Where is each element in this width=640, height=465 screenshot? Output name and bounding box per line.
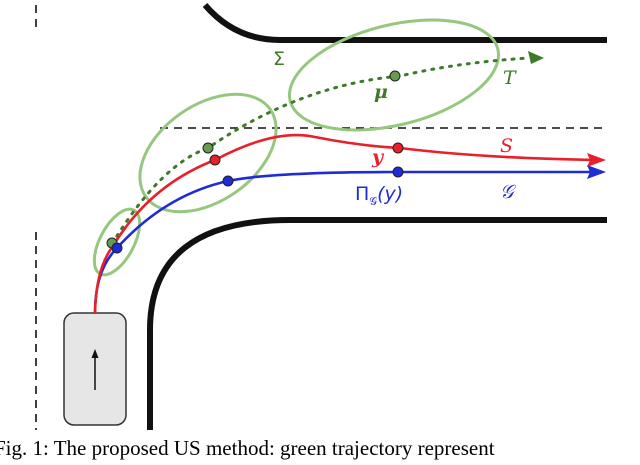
label-y: y: [371, 146, 385, 168]
red-point-1: [209, 154, 221, 166]
label-g: 𝒢: [500, 181, 517, 203]
label-sigma: Σ: [273, 48, 285, 70]
mean-trajectory-arrowhead: [528, 51, 544, 64]
label-t: T: [503, 67, 517, 89]
road-edge-inner: [147, 217, 607, 430]
trajectory-s: [93, 133, 596, 314]
green-point-2: [202, 142, 214, 154]
road-edge-top: [202, 3, 607, 43]
uncertainty-ellipse-2: [138, 92, 278, 214]
label-projection: Π𝒢(y): [355, 183, 403, 208]
label-s: S: [500, 135, 513, 157]
trajectory-s-arrowhead: [587, 153, 606, 167]
label-mu: μ: [374, 81, 388, 103]
trajectory-g: [93, 170, 595, 314]
figure-caption: Fig. 1: The proposed US method: green tr…: [0, 436, 495, 460]
trajectory-g-arrowhead: [587, 165, 606, 179]
blue-point-2: [222, 175, 234, 187]
mean-trajectory-t: [110, 56, 532, 246]
red-point-y: [392, 142, 404, 154]
blue-point-proj: [392, 166, 404, 178]
mu-point: [389, 70, 401, 82]
vehicle-arrow-head: [91, 349, 99, 358]
blue-point-1: [111, 242, 123, 254]
uncertainty-ellipse-3: [287, 18, 501, 132]
